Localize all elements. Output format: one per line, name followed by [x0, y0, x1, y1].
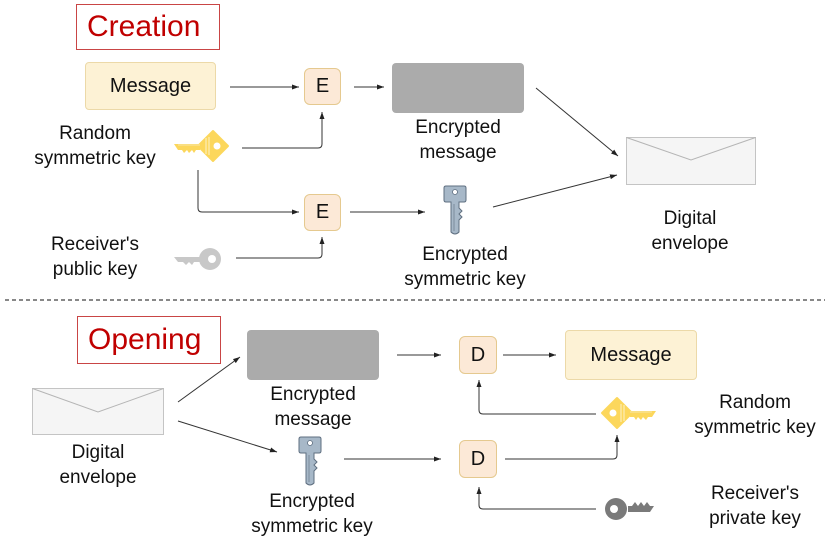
creation-encrypt-op-1: E — [304, 68, 341, 105]
label-line: Encrypted — [415, 117, 501, 138]
creation-public-key-label: Receiver's public key — [25, 232, 165, 282]
creation-envelope-label: Digital envelope — [640, 206, 740, 256]
arrow-symkey-to-d1 — [476, 380, 596, 415]
label-line: Receiver's — [50, 234, 140, 255]
opening-private-key-label: Receiver's private key — [695, 481, 815, 531]
label-line: symmetric key — [34, 148, 156, 169]
arrow-pubkey-to-e2 — [236, 237, 325, 259]
label-line: symmetric key — [251, 516, 373, 537]
private-key-icon — [605, 498, 654, 520]
label-line: symmetric key — [404, 269, 526, 290]
label-line: symmetric key — [694, 417, 816, 438]
label-line: Digital — [663, 208, 717, 229]
arrow-enckey-to-envelope — [492, 174, 618, 208]
label-line: message — [274, 409, 352, 430]
opening-encrypted-key-label: Encrypted symmetric key — [232, 489, 392, 539]
digital-envelope-icon — [626, 137, 756, 185]
public-key-icon — [174, 248, 221, 270]
encrypted-symmetric-key-icon — [298, 436, 322, 486]
label-line: public key — [52, 259, 138, 280]
opening-decrypt-op-2: D — [459, 440, 497, 478]
arrow-privkey-to-d2 — [476, 487, 596, 510]
arrow-envelope-to-encmsg — [177, 356, 241, 403]
opening-encrypted-message-label: Encrypted message — [247, 382, 379, 432]
label-line: Encrypted — [269, 491, 355, 512]
arrow-d2-to-symkey — [505, 435, 620, 460]
opening-decrypt-op-1: D — [459, 336, 497, 374]
label-line: Encrypted — [270, 384, 356, 405]
label-line: Receiver's — [710, 483, 800, 504]
creation-title: Creation — [76, 4, 220, 50]
label-line: envelope — [59, 467, 137, 488]
opening-random-key-label: Random symmetric key — [685, 390, 825, 440]
opening-message-box: Message — [565, 330, 697, 380]
arrow-envelope-to-enckey — [177, 420, 278, 453]
label-line: private key — [709, 508, 801, 529]
label-line: envelope — [651, 233, 729, 254]
symmetric-key-icon — [601, 397, 656, 429]
label-line: message — [419, 142, 497, 163]
creation-message-box: Message — [85, 62, 216, 110]
symmetric-key-icon — [174, 130, 229, 162]
arrow-symkey-to-e1 — [242, 112, 325, 149]
label-line: Random — [719, 392, 791, 413]
digital-envelope-icon — [32, 388, 164, 435]
creation-encrypted-key-label: Encrypted symmetric key — [385, 242, 545, 292]
creation-encrypt-op-2: E — [304, 194, 341, 231]
label-line: Random — [59, 123, 131, 144]
arrow-encmsg-to-envelope — [535, 87, 619, 157]
arrow-symkey-to-e2 — [197, 170, 299, 215]
label-line: Encrypted — [422, 244, 508, 265]
creation-random-key-label: Random symmetric key — [25, 121, 165, 171]
opening-encrypted-message-box — [247, 330, 379, 380]
encrypted-symmetric-key-icon — [443, 185, 467, 235]
opening-envelope-label: Digital envelope — [48, 440, 148, 490]
creation-encrypted-message-label: Encrypted message — [392, 115, 524, 165]
opening-title: Opening — [77, 316, 221, 364]
creation-encrypted-message-box — [392, 63, 524, 113]
label-line: Digital — [71, 442, 125, 463]
